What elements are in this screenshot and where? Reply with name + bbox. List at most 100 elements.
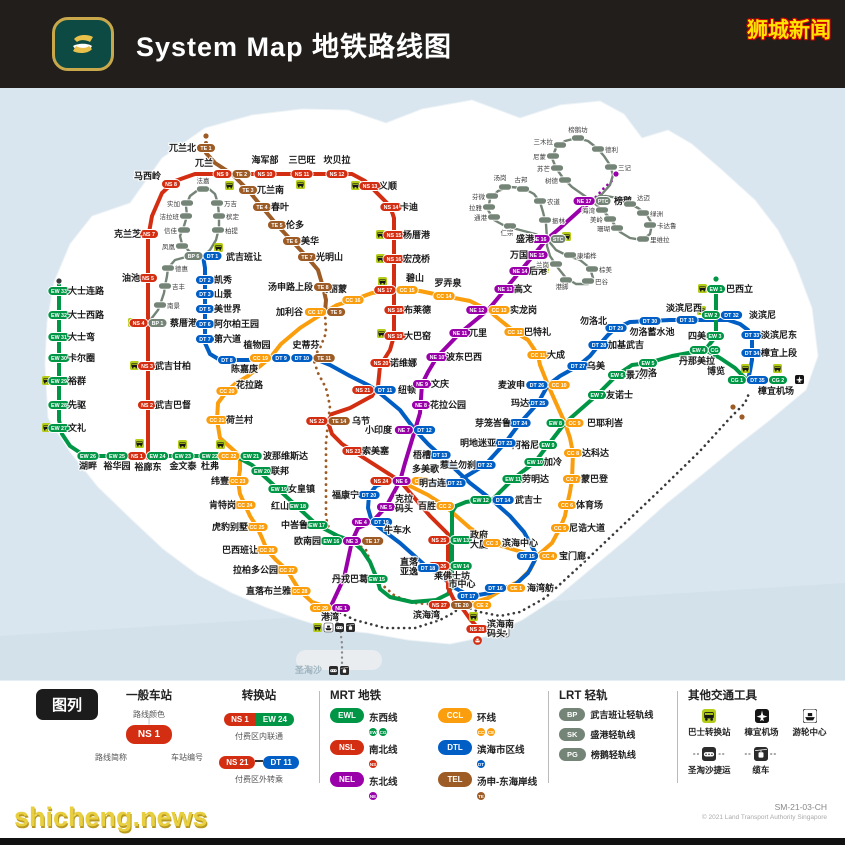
sentosa-label: 圣淘沙 (295, 664, 322, 675)
svg-text:TE 17: TE 17 (366, 539, 380, 545)
station-label: 布莱德 (403, 304, 431, 315)
station-label: 百胜 (418, 500, 436, 511)
svg-text:EW 27: EW 27 (51, 426, 67, 432)
mono-icon (335, 623, 344, 632)
line-pill: CCL (438, 708, 472, 723)
station-label: 樟宜机场 (757, 385, 794, 396)
station-label: 女皇镇 (288, 483, 315, 494)
svg-text:EW 11: EW 11 (505, 477, 521, 483)
lrt-name: 榜鹅轻轨线 (590, 750, 636, 760)
station-label: 淡滨尼西 (666, 302, 702, 313)
station-label: 大士弯 (68, 331, 95, 342)
interchange-pill-b1: NS 21 (219, 756, 256, 769)
station-label: 美世界 (214, 303, 241, 314)
svg-text:CC 21: CC 21 (209, 418, 224, 424)
station-label: 阿尔柏王园 (214, 318, 259, 329)
station-label: 凯秀 (214, 274, 232, 285)
station-label: 滨海南码头 (487, 618, 514, 639)
legend-interchange-title: 转换站 (241, 690, 277, 702)
station-label: 海湾舫 (527, 582, 554, 593)
line-code-dot: NS (369, 760, 377, 768)
ship-icon (499, 627, 510, 638)
svg-text:NS 24: NS 24 (374, 479, 389, 485)
station: 洁拉班 (158, 211, 193, 222)
station-label: 芬微 (472, 192, 486, 201)
station-label: 油池 (122, 272, 140, 283)
legend-other-transport: 其他交通工具 巴士转换站樟宜机场游轮中心----圣淘沙捷运----缆车 (688, 687, 845, 784)
svg-text:DT 22: DT 22 (478, 463, 492, 469)
station-label: 樟宜上段 (760, 347, 798, 358)
legend-mrt-title: MRT 地铁 (330, 690, 382, 702)
lrt-pill: BP (559, 708, 586, 721)
station-label: 巴西立 (726, 283, 753, 294)
station-label: 克拉码头 (395, 493, 413, 514)
station-label: 达科达 (582, 447, 609, 458)
svg-text:NS 10: NS 10 (258, 172, 273, 178)
station: 珊瑚 (596, 223, 624, 234)
page-title: System Map 地铁路线图 (136, 31, 453, 62)
station-label: 第六道 (214, 333, 241, 344)
station-label: 吉丰 (172, 282, 186, 291)
station-label: 丹戎巴葛 (332, 573, 368, 584)
station-label: 兰岗 (536, 260, 549, 269)
svg-text:DT 32: DT 32 (724, 313, 738, 319)
svg-text:NS 22: NS 22 (310, 419, 325, 425)
station-label: 中峇鲁 (281, 519, 308, 530)
line-code-dot: DT (477, 760, 485, 768)
bottom-bar (0, 838, 845, 845)
station: 德利 (591, 144, 619, 155)
station-label: 光明山 (315, 251, 343, 262)
line-name: 南北线 (369, 745, 398, 756)
station: 兰岗 (535, 259, 563, 270)
station: 农道 (533, 196, 562, 207)
svg-text:NS 2: NS 2 (141, 403, 153, 409)
svg-text:NS 14: NS 14 (384, 205, 399, 211)
svg-text:NS 25: NS 25 (432, 538, 447, 544)
svg-text:NS 16: NS 16 (387, 257, 402, 263)
divider (677, 691, 678, 783)
station: EW 3四美 (687, 329, 725, 342)
station-label: 美岭 (590, 215, 604, 224)
station: 槟定 (212, 211, 241, 222)
copyright: © 2021 Land Transport Authority Singapor… (701, 814, 827, 821)
station: 棕美 (585, 264, 614, 275)
station-label: 伦多 (286, 219, 304, 230)
svg-text:DT 7: DT 7 (199, 337, 211, 343)
station-label: 苏芒 (537, 164, 551, 173)
svg-text:CC 17: CC 17 (308, 310, 323, 316)
station-label: 纬壹 (211, 475, 229, 486)
cable-icon (346, 623, 355, 632)
svg-text:DT 30: DT 30 (643, 319, 657, 325)
station-label: 体育场 (576, 499, 603, 510)
station-label: 直落亚逸 (400, 556, 419, 577)
svg-text:NS 13: NS 13 (363, 184, 378, 190)
watermark: shicheng.news (14, 802, 208, 832)
